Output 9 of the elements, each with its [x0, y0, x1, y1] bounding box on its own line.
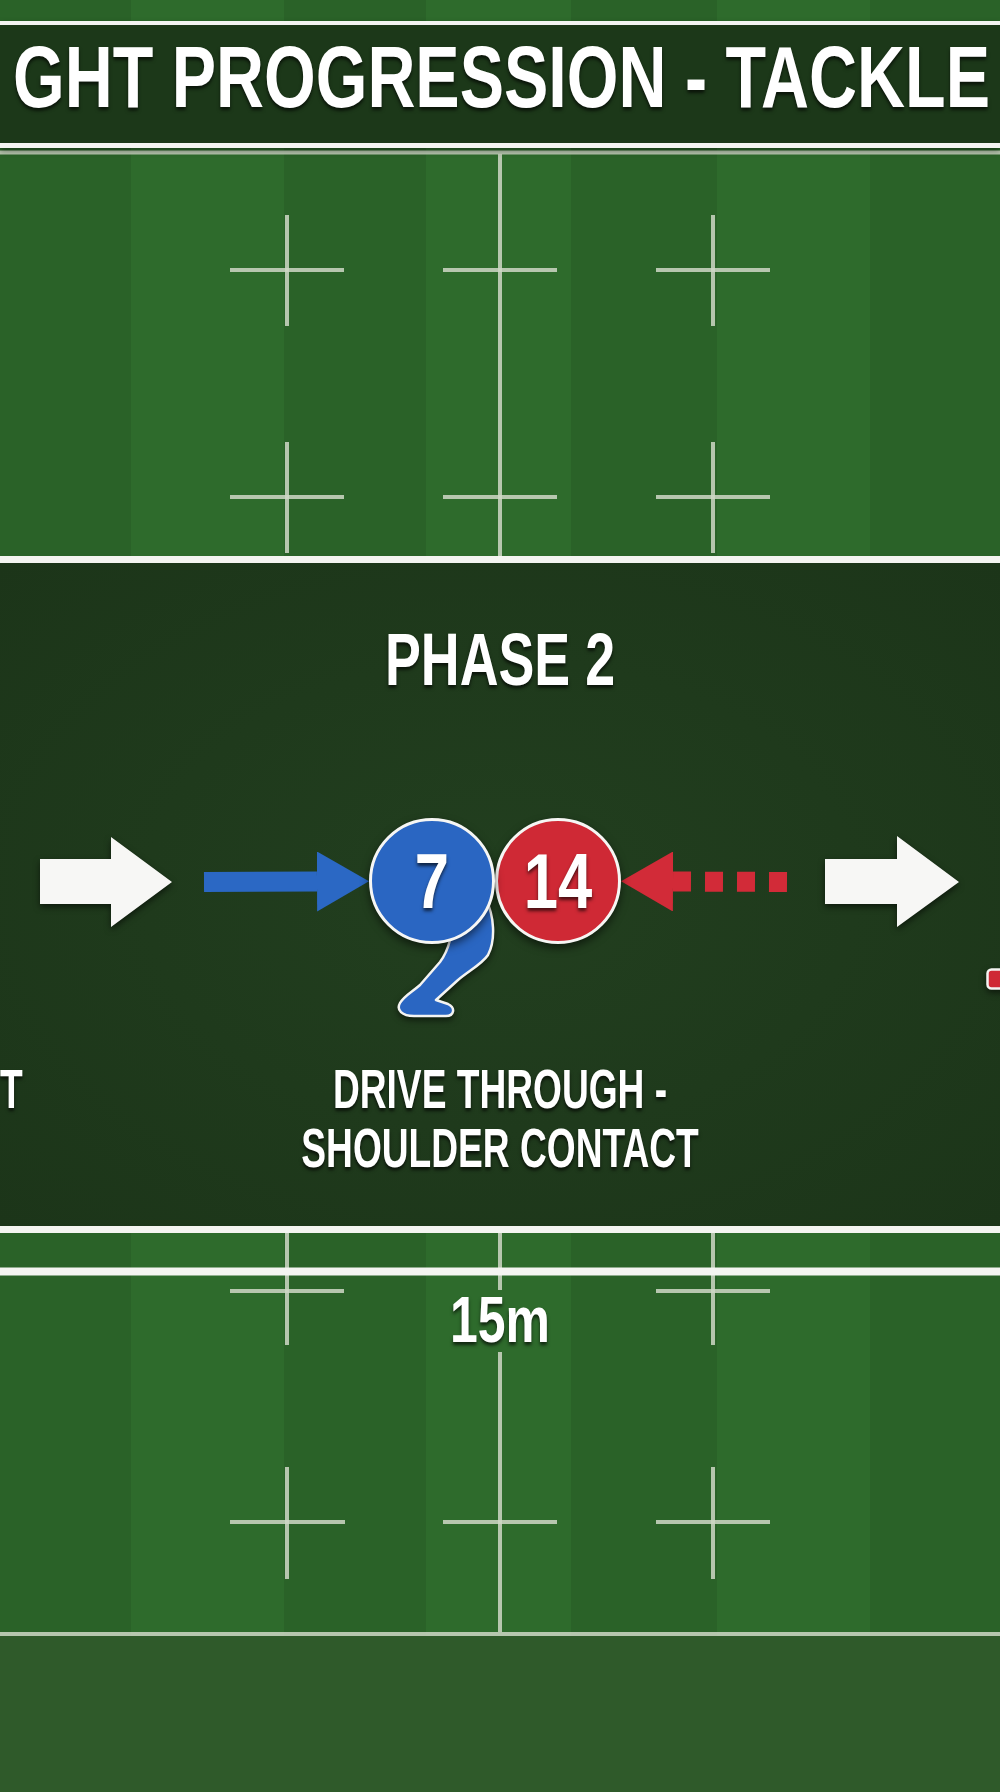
phase-panel: [0, 563, 1000, 1226]
phase-heading: PHASE 2: [384, 622, 616, 697]
arrow: [203, 851, 370, 912]
player-number: 14: [523, 842, 593, 920]
player-number: 7: [414, 842, 450, 920]
caption-text: DRIVE THROUGH - SHOULDER CONTACT: [300, 1059, 700, 1177]
distance-label: 15m: [450, 1288, 550, 1352]
caption-text: T: [0, 1059, 23, 1118]
title: GHT PROGRESSION - TACKLE: [13, 33, 990, 121]
